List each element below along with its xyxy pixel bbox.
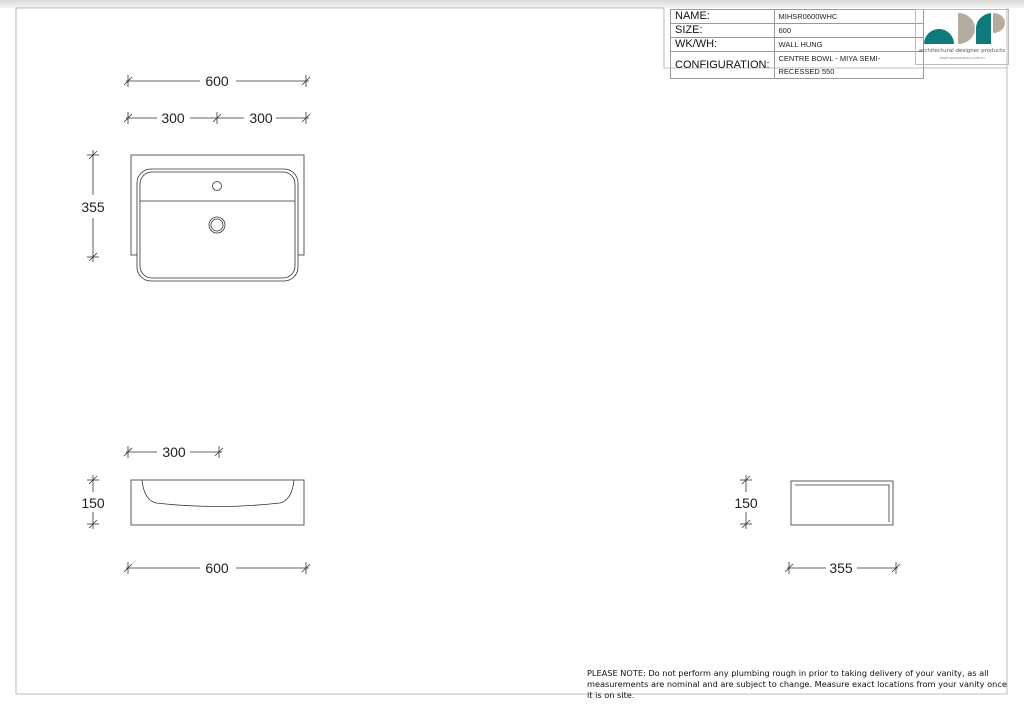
title-row-name: NAME:MIHSR0600WHC <box>670 9 924 24</box>
tap-hole <box>212 181 222 191</box>
dim-label: 300 <box>162 444 186 460</box>
row-label: WK/WH: <box>670 37 775 52</box>
title-row-configuration: CONFIGURATION:CENTRE BOWL - MIYA SEMI-RE… <box>670 51 924 79</box>
dim-label: 355 <box>829 560 853 576</box>
row-label: CONFIGURATION: <box>670 51 775 79</box>
waste-outlet <box>208 216 226 234</box>
row-value: CENTRE BOWL - MIYA SEMI-RECESSED 550 <box>773 51 924 79</box>
basin-side-view <box>790 480 894 526</box>
row-label: NAME: <box>670 9 775 24</box>
dim-plan-width: 600 <box>123 73 311 89</box>
title-row-size: SIZE:600 <box>670 23 924 38</box>
dim-label: 300 <box>249 110 273 126</box>
logo-url: WWW.ADPAUSTRALIA.COM.AU <box>939 56 985 60</box>
row-label: SIZE: <box>670 23 775 38</box>
dim-plan-halves: 300 300 <box>123 110 311 126</box>
company-logo: architectural designer products WWW.ADPA… <box>915 9 1009 65</box>
title-block: NAME:MIHSR0600WHC SIZE:600 WK/WH:WALL HU… <box>670 9 924 79</box>
row-value: MIHSR0600WHC <box>773 9 924 24</box>
dim-front-width: 600 <box>123 560 311 576</box>
dim-side-height: 150 <box>734 475 758 529</box>
row-value: WALL HUNG <box>773 37 924 52</box>
dim-label: 355 <box>81 199 105 215</box>
basin-front-view <box>130 479 305 526</box>
window-top-bar <box>0 0 1024 8</box>
dim-label: 600 <box>205 73 229 89</box>
basin-plan-view <box>130 154 305 282</box>
title-row-wkwh: WK/WH:WALL HUNG <box>670 37 924 52</box>
dim-label: 300 <box>161 110 185 126</box>
dim-plan-depth: 355 <box>81 150 105 262</box>
dim-front-centre: 300 <box>123 444 224 460</box>
dim-label: 150 <box>734 495 758 511</box>
dim-front-height: 150 <box>81 475 105 529</box>
logo-mark-icon <box>924 13 1005 44</box>
disclaimer-note: PLEASE NOTE: Do not perform any plumbing… <box>587 668 1007 700</box>
dim-side-depth: 355 <box>784 560 901 576</box>
dim-label: 600 <box>205 560 229 576</box>
row-value: 600 <box>773 23 924 38</box>
dim-label: 150 <box>81 495 105 511</box>
logo-tagline: architectural designer products <box>918 48 1006 54</box>
